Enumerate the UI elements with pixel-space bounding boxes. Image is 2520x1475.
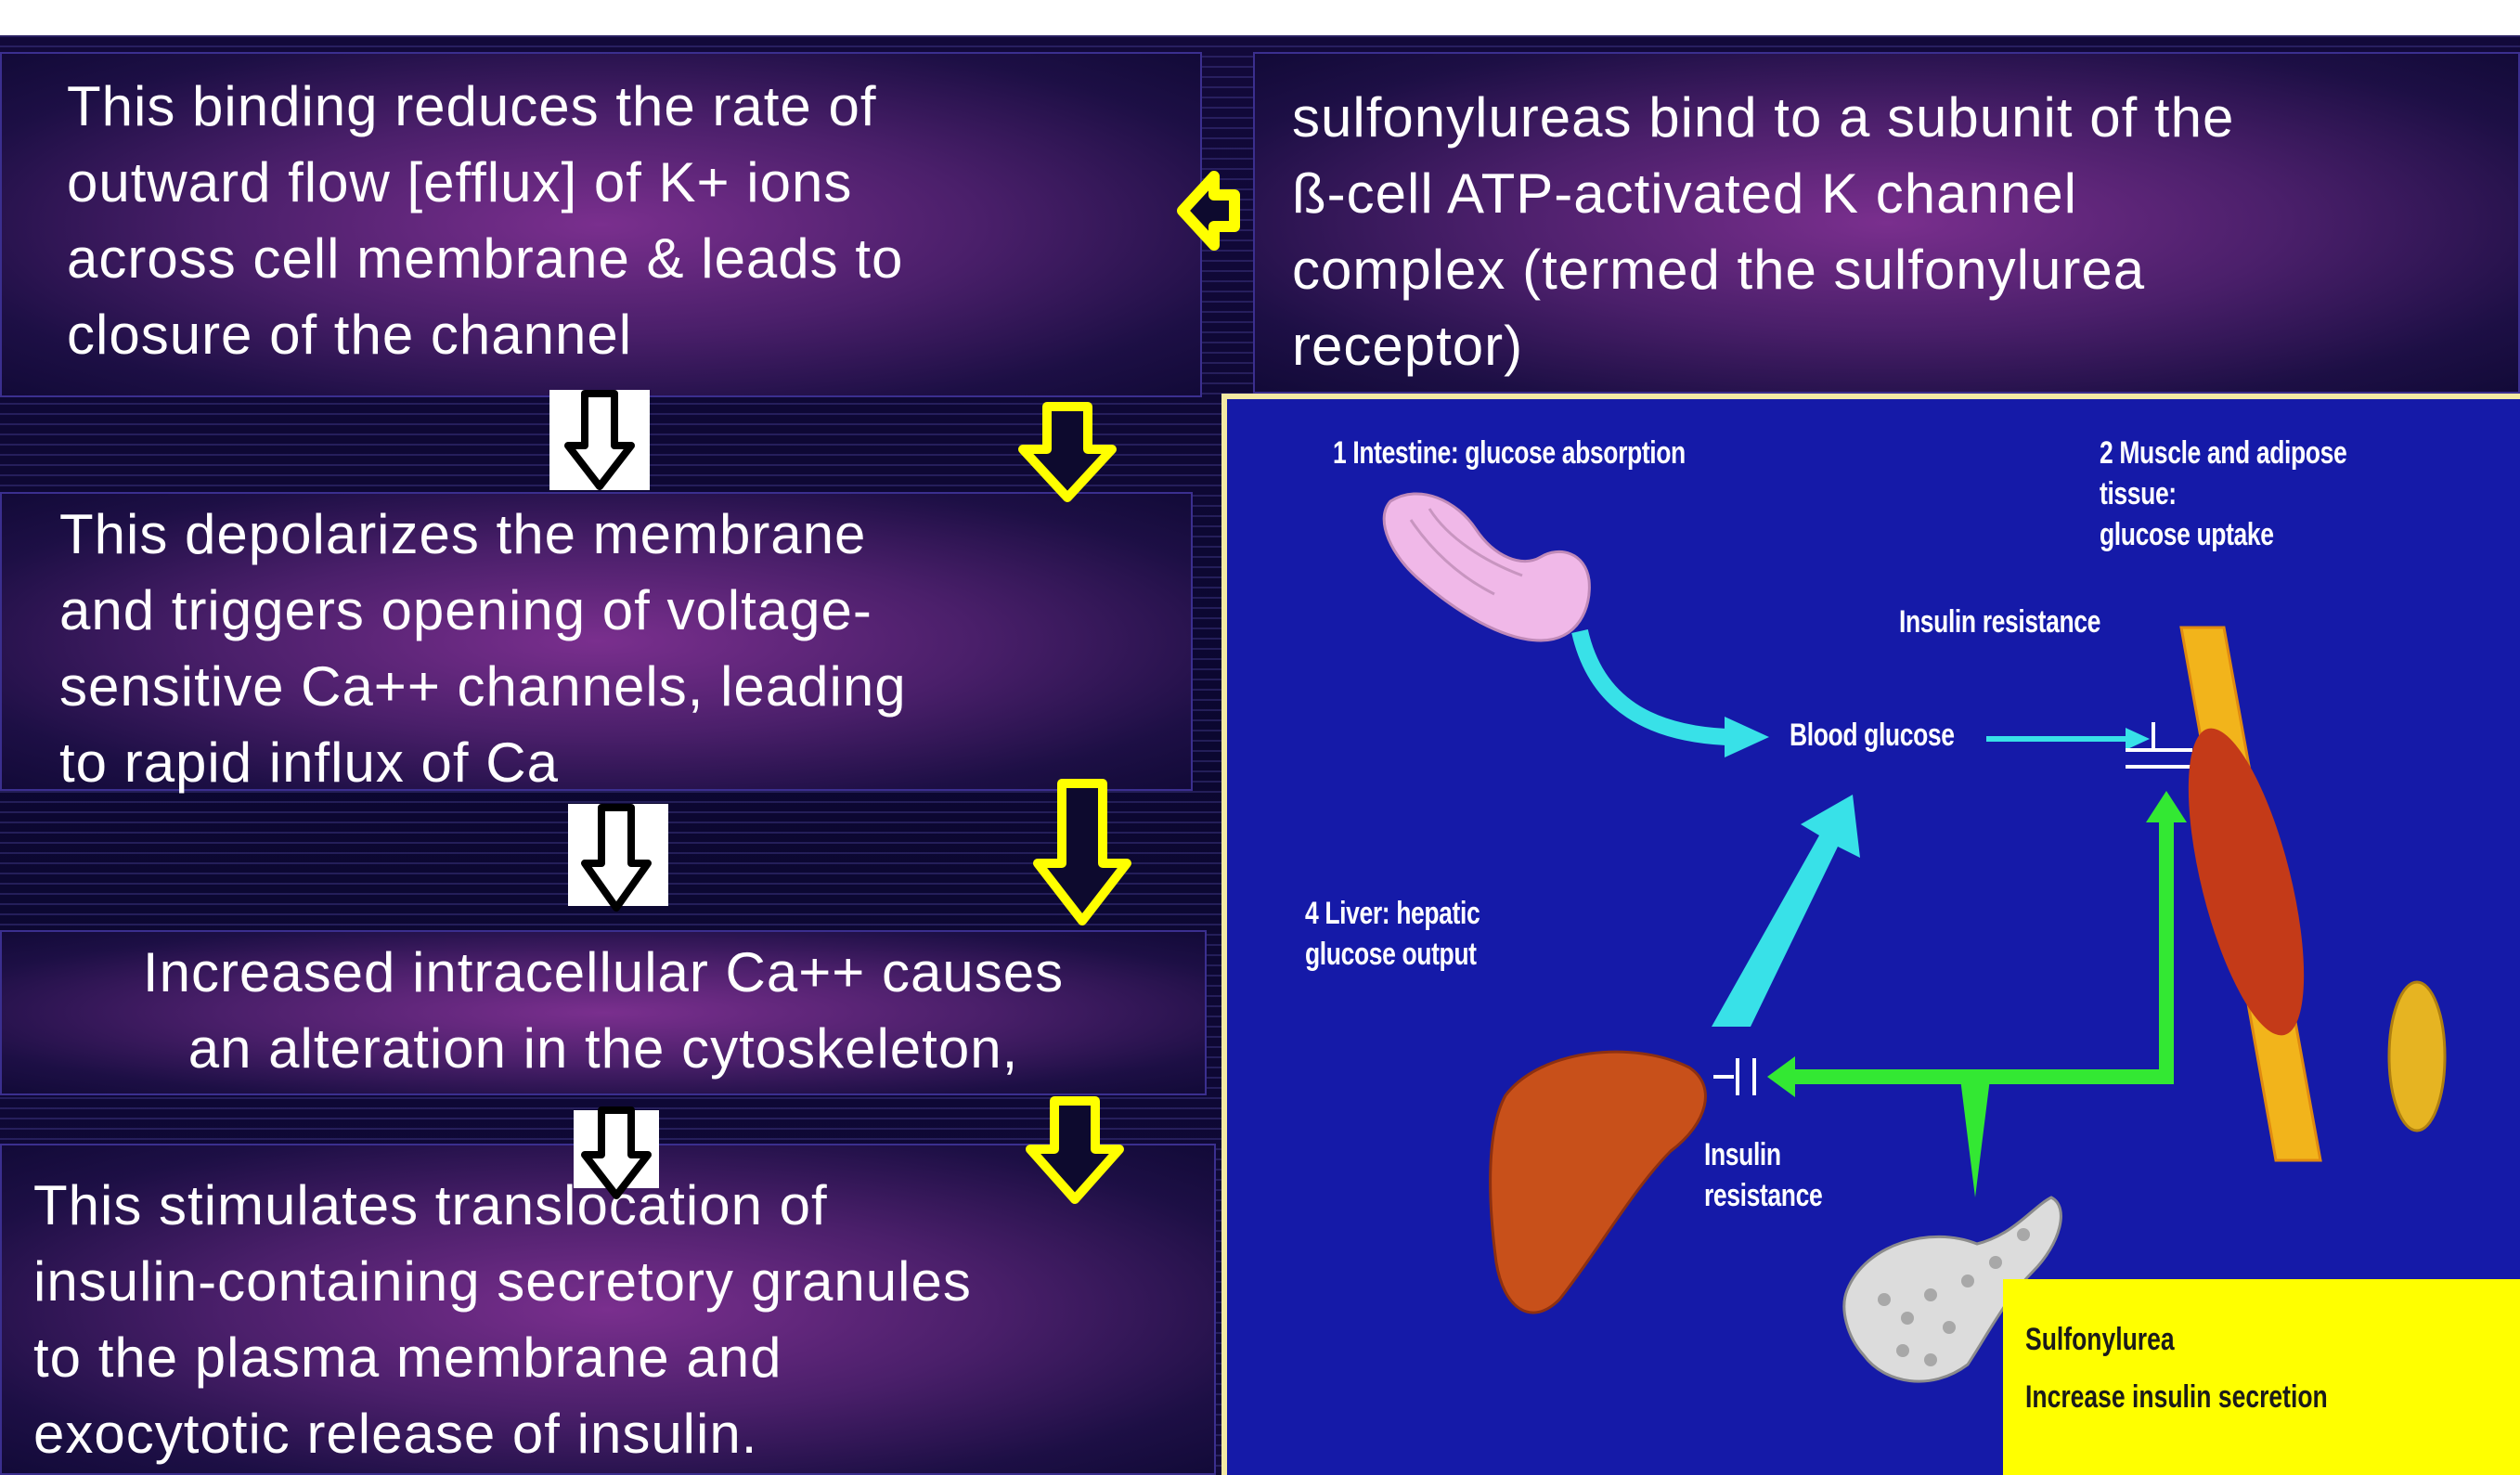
- intestine-icon: [1384, 494, 1589, 640]
- liver-icon: [1491, 1052, 1706, 1313]
- note-title: Sulfonylurea: [2025, 1322, 2175, 1358]
- cyan-arrow-liver: [1712, 795, 1860, 1027]
- cyan-arrow-intestine: [1580, 631, 1726, 737]
- adipose-icon: [2389, 982, 2445, 1131]
- sulfonylurea-note: Sulfonylurea Increase insulin secretion: [2003, 1279, 2520, 1475]
- note-text: Increase insulin secretion: [2025, 1379, 2328, 1416]
